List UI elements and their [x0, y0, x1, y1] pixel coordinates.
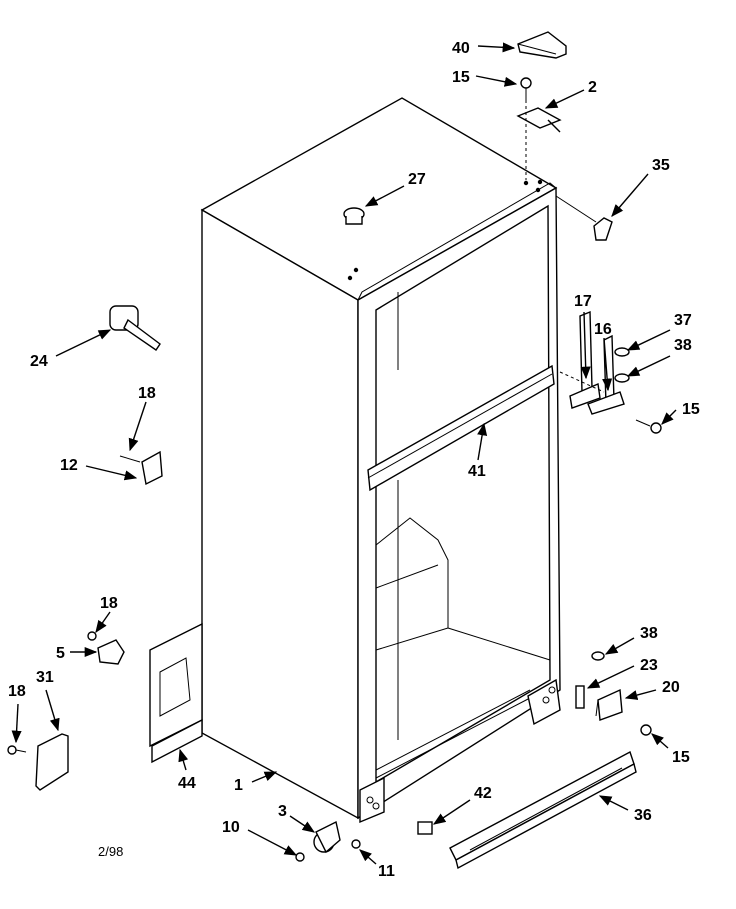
callout-38-lower: 38	[640, 625, 658, 642]
top-hinge-cover	[517, 31, 567, 59]
callout-17: 17	[574, 293, 592, 310]
callout-27: 27	[408, 171, 426, 188]
callout-16: 16	[594, 321, 612, 338]
callout-41: 41	[468, 463, 486, 480]
roller-3	[313, 820, 341, 854]
callout-12: 12	[60, 457, 78, 474]
callout-44: 44	[178, 775, 196, 792]
washer-37	[614, 347, 630, 357]
callout-38-upper: 38	[674, 337, 692, 354]
callout-1: 1	[234, 777, 243, 794]
callout-20: 20	[662, 679, 680, 696]
hinge-20	[595, 688, 623, 721]
callout-40: 40	[452, 40, 470, 57]
cabinet-body	[200, 97, 561, 824]
callout-24: 24	[30, 353, 48, 370]
callout-18-lower: 18	[8, 683, 26, 700]
callout-3: 3	[278, 803, 287, 820]
callout-18-upper: 18	[138, 385, 156, 402]
callout-15-right: 15	[682, 401, 700, 418]
washer-38-lower	[591, 651, 605, 661]
divider-bar	[367, 364, 555, 492]
callout-labels: 40 15 2 35 27 17 16 37 38 15 24 18 12 41…	[8, 40, 700, 880]
cover-31	[35, 733, 69, 791]
callout-15-top: 15	[452, 69, 470, 86]
hinge-5	[87, 631, 125, 665]
bottom-hinge-plate	[527, 678, 561, 726]
clip-42	[417, 821, 433, 835]
callout-18-middle: 18	[100, 595, 118, 612]
callout-23: 23	[640, 657, 658, 674]
callout-42: 42	[474, 785, 492, 802]
callout-35: 35	[652, 157, 670, 174]
screw-15-right	[635, 419, 662, 434]
door-stop	[109, 305, 161, 351]
callout-31: 31	[36, 669, 54, 686]
callout-36: 36	[634, 807, 652, 824]
top-hinge-screw	[520, 77, 532, 100]
leader-lines	[11, 42, 677, 865]
bracket-44	[149, 622, 203, 764]
hinge-cap	[593, 217, 613, 241]
toe-grille	[449, 750, 637, 870]
washer-38	[614, 373, 630, 383]
screw-11	[351, 839, 361, 849]
date-code: 2/98	[98, 844, 123, 859]
bracket-23	[575, 685, 585, 709]
bracket-12	[119, 450, 163, 486]
callout-15-lower: 15	[672, 749, 690, 766]
hinge-dash-line	[559, 371, 605, 393]
screw-10	[295, 852, 305, 862]
top-hinge-bracket	[516, 107, 562, 133]
callout-5: 5	[56, 645, 65, 662]
screw-18-left	[7, 745, 27, 755]
callout-2: 2	[588, 79, 597, 96]
hinge-cap-leader	[555, 195, 597, 223]
screw-15-lower	[640, 724, 652, 736]
callout-10: 10	[222, 819, 240, 836]
callout-37: 37	[674, 312, 692, 329]
callout-11: 11	[378, 863, 395, 880]
top-plug	[343, 207, 365, 225]
